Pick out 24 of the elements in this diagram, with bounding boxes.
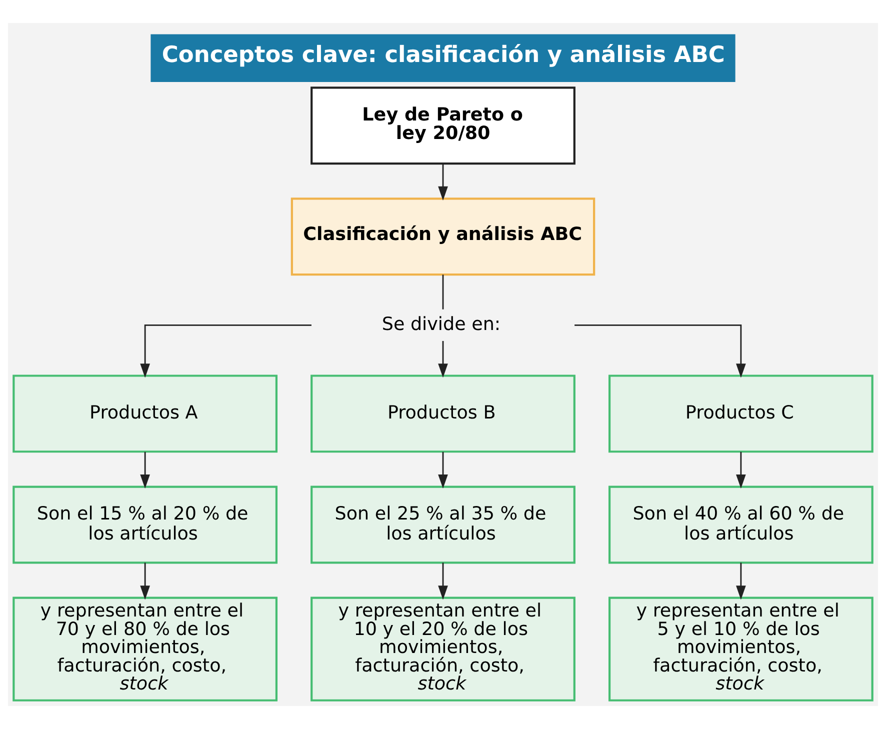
node-box: Son el 25 % al 35 % de los artículos bbox=[310, 486, 576, 564]
node-box: Son el 15 % al 20 % de los artículos bbox=[12, 486, 278, 564]
arrow bbox=[140, 562, 150, 600]
node-box: y representan entre el 10 y el 20 % de los movimientos, facturación, costo, stock bbox=[310, 596, 576, 702]
arrow bbox=[438, 340, 448, 378]
arrow bbox=[736, 452, 746, 489]
connector bbox=[442, 274, 444, 310]
node-text: Se divide en: bbox=[382, 314, 501, 335]
arrow bbox=[140, 452, 150, 489]
node-box: Ley de Pareto o ley 20/80 bbox=[310, 86, 576, 165]
arrow bbox=[438, 452, 448, 489]
diagram-title: Conceptos clave: clasificación y análisis ABC bbox=[162, 42, 725, 68]
node-box: Son el 40 % al 60 % de los artículos bbox=[608, 486, 874, 564]
arrow bbox=[438, 164, 448, 200]
node-box: Productos B bbox=[310, 374, 576, 453]
arrow bbox=[140, 324, 312, 378]
arrow bbox=[574, 324, 746, 378]
node-box: y representan entre el 70 y el 80 % de los movimientos, facturación, costo, stock bbox=[12, 596, 278, 702]
arrow bbox=[438, 562, 448, 600]
node-box: Productos C bbox=[608, 374, 874, 453]
node-box: Productos A bbox=[12, 374, 278, 453]
node-box: Clasificación y análisis ABC bbox=[290, 198, 596, 276]
arrow bbox=[736, 562, 746, 600]
node-box: y representan entre el 5 y el 10 % de los movimientos, facturación, costo, stock bbox=[608, 596, 874, 702]
